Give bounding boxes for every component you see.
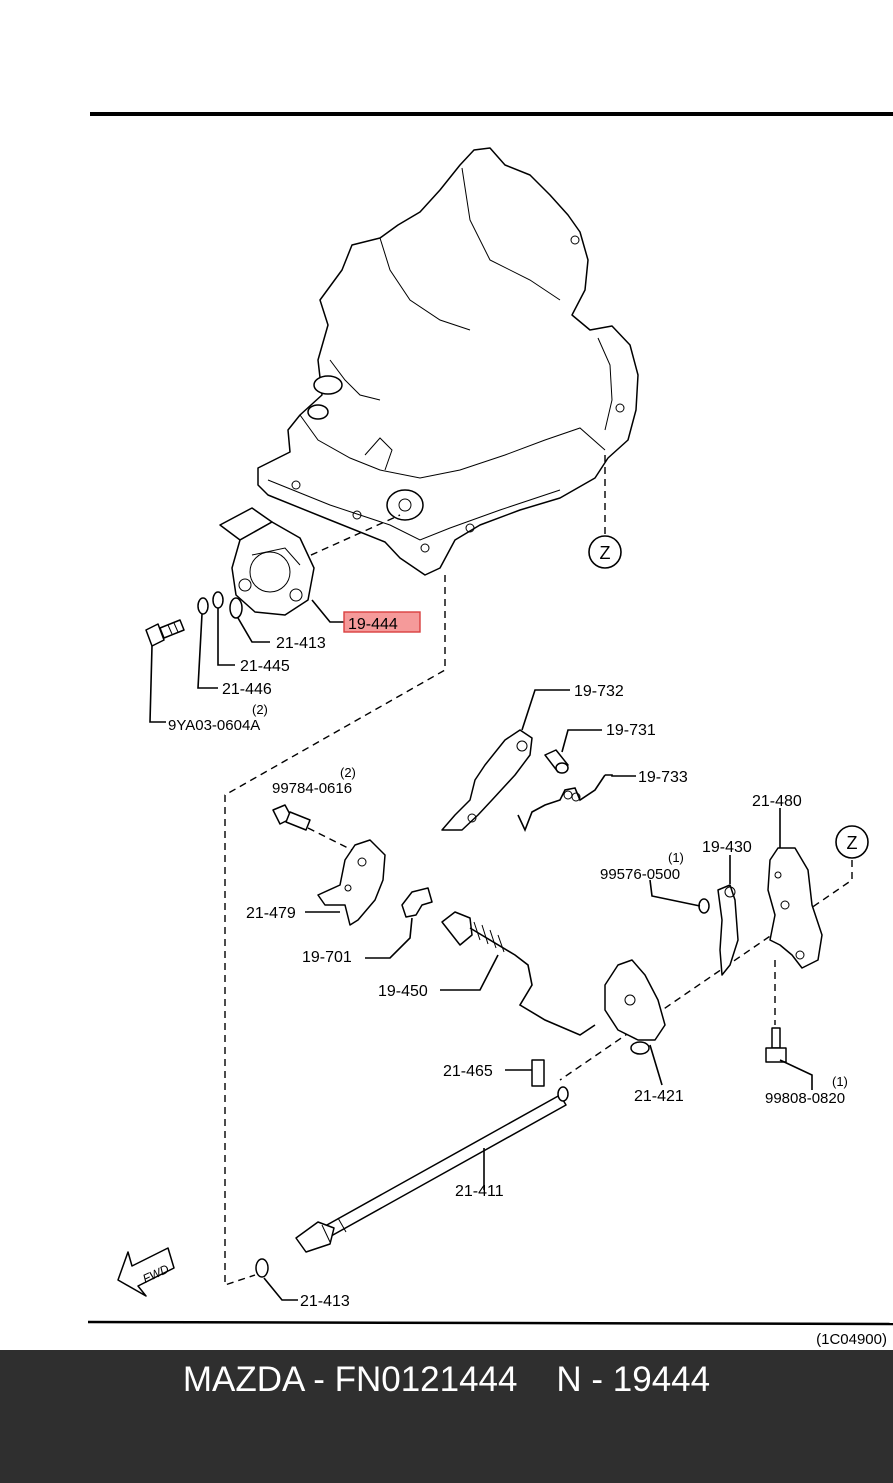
part-caption: MAZDA - FN0121444 N - 19444 — [182, 1360, 711, 1399]
part-bracket-21-421 — [604, 959, 666, 1055]
zone-marker-z-right-text: Z — [847, 833, 858, 853]
part-washer-21-446 — [197, 597, 209, 615]
label-9ya03: 9YA03-0604A — [168, 717, 260, 734]
part-bolt-99784 — [272, 804, 311, 831]
fwd-arrow-icon: FWD — [117, 1247, 175, 1297]
label-19-450: 19-450 — [378, 983, 428, 1000]
part-lever-19-430 — [717, 884, 739, 976]
quantity-99784: (2) — [340, 765, 356, 780]
label-19-733: 19-733 — [638, 769, 688, 786]
leader-dash-switch-to-housing — [299, 514, 401, 561]
part-clip-99576 — [698, 898, 710, 914]
leader-dash-bolt-to-bracket — [307, 827, 353, 851]
label-19-701: 19-701 — [302, 949, 352, 966]
part-bracket-21-479 — [317, 839, 386, 926]
leader-99576 — [649, 879, 701, 907]
label-99808: 99808-0820 — [765, 1090, 845, 1107]
part-bolt-99808 — [765, 1027, 787, 1063]
leader-21-413-top — [237, 617, 270, 643]
caption-bar: MAZDA - FN0121444 N - 19444 — [0, 1350, 893, 1483]
leader-21-421 — [649, 1044, 663, 1086]
zone-marker-z-top: Z — [588, 535, 622, 569]
leader-19-733 — [605, 774, 636, 777]
label-99576: 99576-0500 — [600, 866, 680, 883]
zone-marker-z-right: Z — [835, 825, 869, 859]
part-washer-21-445 — [212, 591, 224, 609]
part-o-ring-21-413 — [229, 597, 243, 619]
part-pin-19-731 — [544, 749, 569, 774]
leader-19-444 — [311, 599, 345, 623]
bottom-border-line — [87, 1320, 893, 1326]
quantity-99576: (1) — [668, 850, 684, 865]
label-21-411: 21-411 — [455, 1183, 504, 1200]
part-cable-19-450 — [441, 911, 596, 1036]
part-bracket-21-480 — [767, 847, 823, 969]
figure-reference: (1C04900) — [816, 1331, 887, 1348]
quantity-99808: (1) — [832, 1074, 848, 1089]
leader-19-450 — [440, 954, 499, 991]
label-19-430: 19-430 — [702, 839, 752, 856]
label-19-731: 19-731 — [606, 722, 656, 739]
highlight-box-19-444[interactable] — [343, 611, 421, 633]
leader-21-413-bottom — [263, 1277, 298, 1301]
label-21-421: 21-421 — [634, 1088, 684, 1105]
part-clip-19-701 — [401, 887, 433, 918]
leader-99808 — [779, 1059, 813, 1090]
label-19-732: 19-732 — [574, 683, 624, 700]
leader-19-731 — [561, 729, 602, 753]
quantity-9ya03: (2) — [252, 702, 268, 717]
leader-9ya03 — [149, 645, 166, 723]
label-19-444[interactable]: 19-444 — [348, 616, 398, 633]
leader-21-446 — [197, 613, 218, 689]
part-lever-19-732 — [441, 729, 533, 831]
label-21-479: 21-479 — [246, 905, 296, 922]
leader-21-445 — [217, 608, 235, 666]
part-shaft-21-411 — [295, 1086, 569, 1253]
part-o-ring-21-413-bottom — [255, 1258, 269, 1278]
label-21-480: 21-480 — [752, 793, 802, 810]
label-21-445: 21-445 — [240, 658, 290, 675]
label-21-413-bottom: 21-413 — [300, 1293, 350, 1310]
parts-diagram: Z Z — [87, 112, 893, 1348]
part-spring-19-733 — [517, 774, 606, 833]
label-21-446: 21-446 — [222, 681, 272, 698]
zone-marker-z-top-text: Z — [600, 543, 611, 563]
leader-19-732 — [521, 689, 570, 731]
label-21-465: 21-465 — [443, 1063, 493, 1080]
transaxle-housing — [257, 147, 639, 576]
leader-19-701 — [365, 917, 413, 959]
part-neutral-switch — [219, 507, 315, 616]
part-pin-21-465 — [531, 1059, 545, 1087]
label-21-413-top: 21-413 — [276, 635, 326, 652]
part-bolt-9ya03 — [145, 619, 185, 647]
label-99784: 99784-0616 — [272, 780, 352, 797]
leader-dash-left-route — [224, 575, 446, 1286]
